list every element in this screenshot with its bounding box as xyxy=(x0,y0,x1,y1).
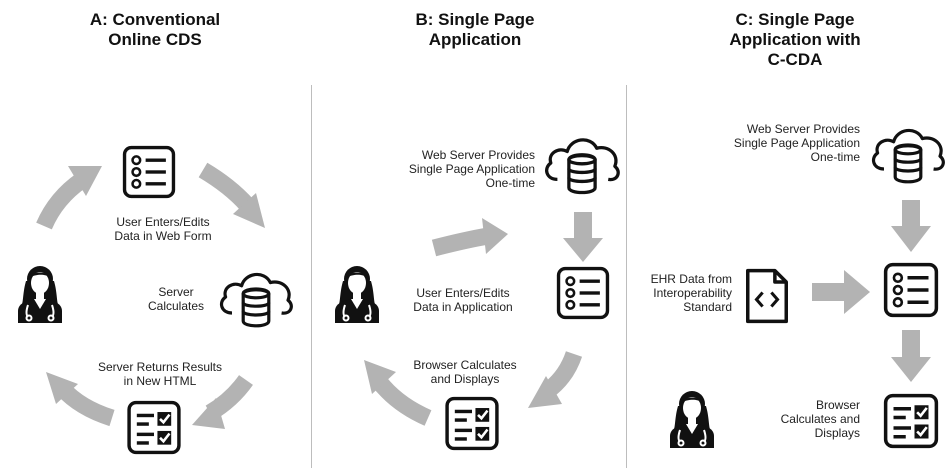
panel-title: B: Single Page Application xyxy=(415,10,535,49)
panel-title: A: Conventional Online CDS xyxy=(89,10,221,49)
panel-divider xyxy=(311,85,312,468)
panel-title: C: Single Page Application with C-CDA xyxy=(729,10,861,69)
panel-divider xyxy=(626,85,627,468)
